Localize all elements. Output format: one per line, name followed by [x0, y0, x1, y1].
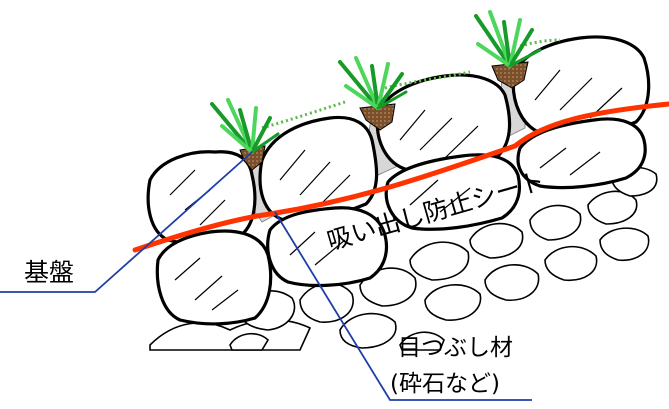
stone-block-icon [384, 153, 522, 231]
soil-patches [239, 61, 529, 171]
filler-leader-line [274, 211, 532, 401]
grass-tuft-icon [210, 98, 280, 154]
soil-patch-icon [491, 61, 529, 89]
grass-tuft-icon [338, 56, 408, 110]
stone-block-icon [155, 229, 273, 326]
filler-label-line2: (砕石など) [390, 371, 500, 397]
lower-rubble-layer [149, 166, 658, 351]
filler-label-line1: 目つぶし材 [398, 335, 513, 361]
moss-surface [261, 38, 561, 130]
base-leader-line [0, 151, 253, 293]
suction-prevention-sheet-line [132, 101, 669, 253]
soil-patch-icon [359, 103, 396, 131]
grass-tuft-icon [474, 10, 542, 68]
stone-block-icon [516, 117, 647, 190]
stone-texture-lines [169, 69, 623, 311]
base-label: 基盤 [24, 258, 74, 287]
stone-block-icon [266, 206, 389, 288]
